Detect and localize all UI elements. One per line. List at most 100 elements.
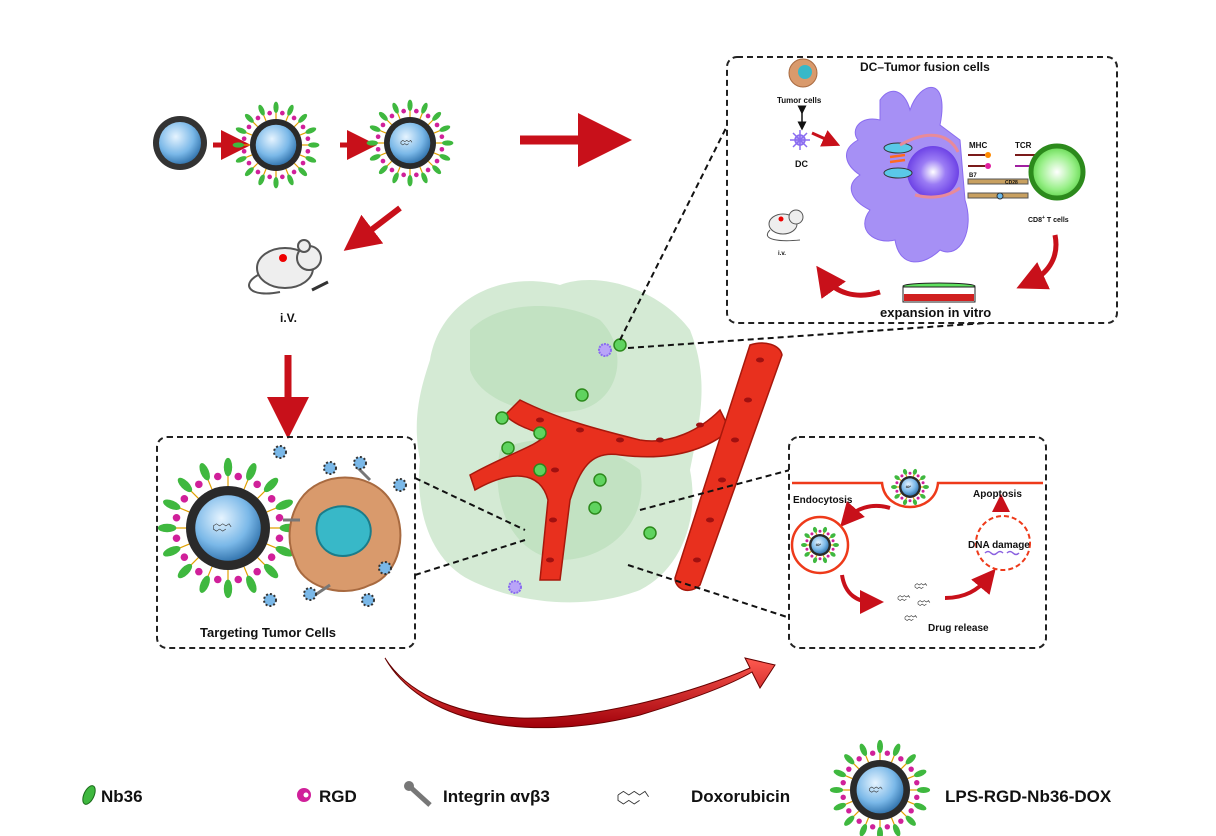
rgd-ligand <box>439 147 445 152</box>
rgd-ligand <box>267 553 276 561</box>
rgd-ligand <box>805 547 809 551</box>
nb36-ligand <box>905 754 916 765</box>
rgd-ligand <box>305 136 311 141</box>
rgd-ligand <box>916 474 920 478</box>
t-cell <box>575 388 589 402</box>
red-blood-cell <box>549 517 557 523</box>
apoptosis-label: Apoptosis <box>973 489 1022 500</box>
nb36-ligand <box>369 125 381 132</box>
nb36-ligand <box>912 499 918 506</box>
rgd-ligand <box>375 134 381 139</box>
nb36-ligand <box>801 543 808 547</box>
rgd-ligand <box>280 110 285 116</box>
small-nanoparticle <box>303 587 317 601</box>
nb36-ligand <box>922 485 929 489</box>
nb36-ligand <box>913 769 927 778</box>
nb36-ligand <box>916 787 931 793</box>
rgd-ligand <box>180 553 189 561</box>
nb36-ligand <box>307 142 320 148</box>
nb36-ligand <box>163 499 181 510</box>
rgd-ligand <box>414 108 419 114</box>
nb36-ligand <box>407 99 413 112</box>
nb36-ligand <box>912 468 918 475</box>
rgd-ligand <box>380 158 386 164</box>
nb36-ligand <box>199 463 210 481</box>
rgd-ligand <box>267 110 272 116</box>
nb36-ligand <box>177 563 193 579</box>
nb36-ligand <box>378 111 388 121</box>
nb36-ligand <box>844 754 855 765</box>
rgd-ligand <box>921 481 925 485</box>
small-nanoparticle <box>361 593 375 607</box>
rgd-ligand <box>908 766 914 772</box>
nb36-ligand <box>157 523 177 533</box>
nb36-ligand <box>859 743 868 757</box>
nb36-ligand <box>163 546 181 557</box>
nb36-ligand <box>223 457 233 477</box>
rgd-ligand <box>831 547 835 551</box>
arrow-dc-to-fusion <box>811 130 841 147</box>
nb36-ligand <box>263 563 279 579</box>
rgd-ligand <box>389 167 395 173</box>
rgd-ligand <box>180 495 189 503</box>
arrow-to-dna-damage <box>944 568 996 600</box>
nb36-ligand <box>894 493 900 499</box>
doxorubicin-molecule <box>400 139 413 146</box>
nb36-ligand <box>366 140 379 146</box>
nb36-ligand <box>273 101 279 114</box>
doxorubicin-icon <box>617 790 649 805</box>
nb36-ligand <box>235 156 247 163</box>
rgd-ligand <box>172 534 181 543</box>
nb36-ligand <box>235 127 247 134</box>
rgd-ligand <box>884 750 891 756</box>
t-cell <box>643 526 657 540</box>
nb36-ligand <box>822 557 828 564</box>
small-nanoparticle <box>378 561 392 575</box>
nb36-ligand <box>223 579 233 599</box>
doxorubicin-molecule <box>617 790 649 805</box>
t-cell <box>495 411 509 425</box>
rgd-ligand <box>234 575 243 584</box>
dendritic-fusion-cell <box>846 86 969 263</box>
rgd-ligand <box>401 108 406 114</box>
aqueous-core <box>811 536 829 554</box>
rgd-nb36-liposome <box>232 101 320 189</box>
nb36-ligand <box>920 475 926 481</box>
rgd-ligand <box>425 113 431 119</box>
nb36-ligand <box>258 174 265 186</box>
nb36-ligand <box>830 533 836 539</box>
dendritic-cell <box>598 343 612 357</box>
rgd-ligand <box>810 554 814 558</box>
rgd-ligand <box>914 779 920 786</box>
nb36-ligand <box>305 127 317 134</box>
doxorubicin-molecule <box>905 485 912 489</box>
nb36-ligand <box>275 546 293 557</box>
rgd-ligand <box>195 567 203 576</box>
nb36-ligand <box>273 176 279 189</box>
rgd-ligand <box>389 113 395 119</box>
arrow-expansion-to-mouse <box>816 265 881 299</box>
legend: Nb36 RGD Integrin αvβ3 Doxorubicin LPS-R… <box>82 739 1112 836</box>
rgd-ligand <box>908 471 912 475</box>
t-cell <box>533 426 547 440</box>
nb36-ligand <box>298 167 308 177</box>
membrane-nanoparticle <box>891 468 929 506</box>
red-blood-cell <box>706 517 714 523</box>
arrow-endocytosis <box>840 501 891 528</box>
rgd-ligand <box>305 149 311 154</box>
rgd-ligand <box>401 172 406 178</box>
rgd-ligand <box>213 575 222 584</box>
nb36-ligand <box>439 125 451 132</box>
fusion-iv-label: i.v. <box>778 251 786 257</box>
endocytosis-label: Endocytosis <box>793 495 853 506</box>
rgd-ligand <box>275 513 284 522</box>
rgd-ligand <box>818 529 822 533</box>
rgd-ligand <box>246 160 252 166</box>
rgd-ligand <box>275 534 284 543</box>
nb36-ligand <box>244 167 254 177</box>
lps-rgd-nb36-dox-particle <box>366 99 454 187</box>
blood-vessel <box>469 342 783 592</box>
rgd-ligand <box>921 489 925 493</box>
doxorubicin-molecule <box>897 595 911 601</box>
nb36-ligand <box>894 475 900 481</box>
